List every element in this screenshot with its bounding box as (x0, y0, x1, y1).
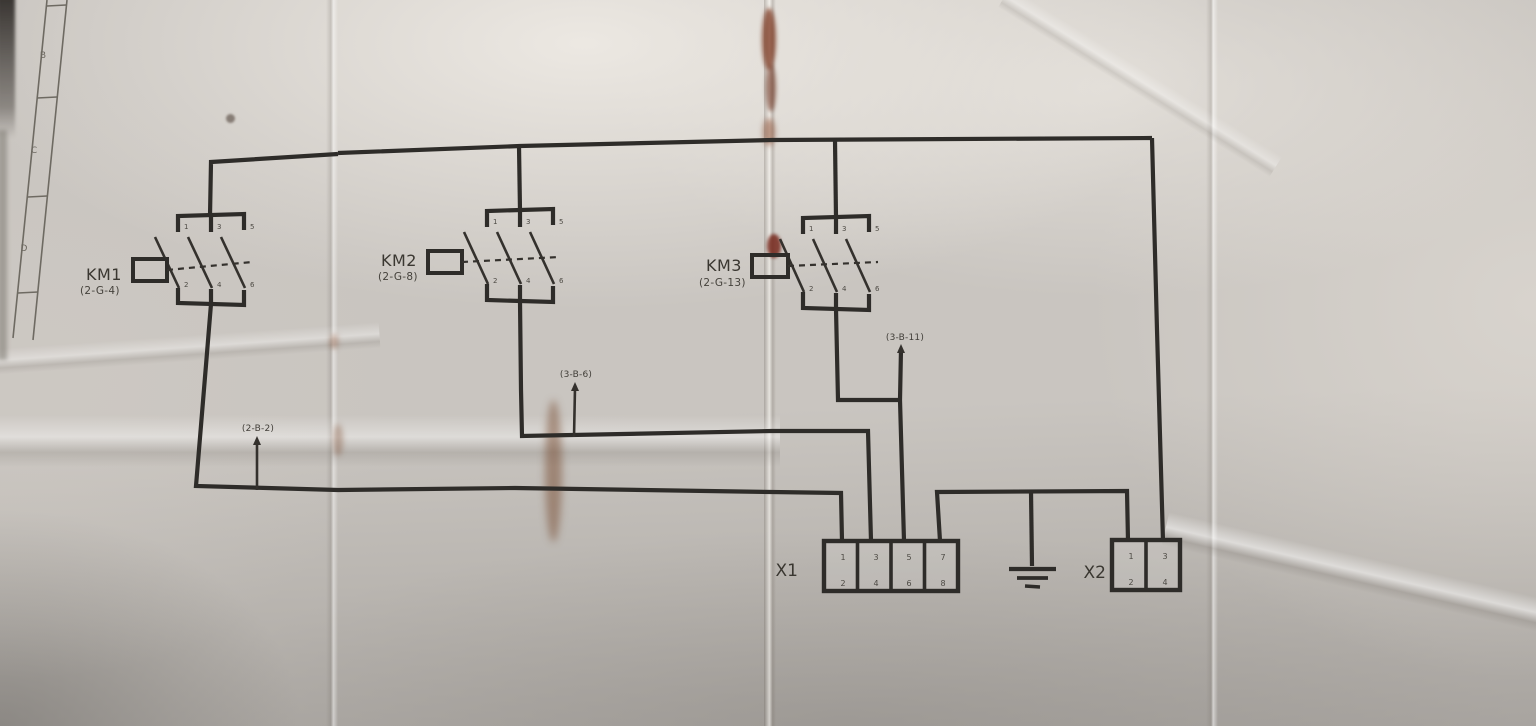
earth-ground-symbol (1009, 490, 1056, 589)
km3-linkage-dashed-line (787, 260, 879, 268)
km1-terminal-number: 3 (217, 223, 221, 231)
km3-terminal-number: 4 (842, 285, 847, 293)
km3-terminal-number: 1 (809, 225, 813, 233)
strip-divider (17, 291, 39, 294)
km1-top-riser-wire (207, 151, 339, 217)
km1-pole-contact (219, 236, 247, 289)
zone-letter: D (21, 244, 28, 254)
km1-terminal-number: 2 (184, 281, 188, 289)
terminal-block-x1: X1 1 3 5 7 2 4 6 8 (776, 538, 961, 594)
contactor-km2: KM2 (2-G-8) 1 3 5 2 4 6 (378, 145, 564, 305)
zone-letter: C (31, 146, 37, 156)
km3-top-riser-wire (832, 139, 839, 219)
km2-terminal-number: 3 (526, 218, 530, 226)
strip-divider (46, 4, 67, 7)
km1-pole-contact (186, 236, 214, 289)
km3-terminal-number: 2 (809, 285, 813, 293)
km2-ref-label: (2-G-8) (378, 271, 418, 283)
x1-terminal-number: 2 (840, 579, 845, 588)
km2-coil (426, 249, 464, 275)
top-bus-wire (337, 135, 1153, 156)
x2-label: X2 (1084, 563, 1106, 583)
x1-terminal-number: 6 (906, 579, 911, 588)
km1-terminal-number: 5 (250, 223, 254, 231)
km2-linkage-dashed-line (461, 255, 561, 264)
km2-label: KM2 (381, 251, 417, 270)
sheet-border-zone-strip: B C D (12, 0, 68, 341)
km2-top-riser-wire (516, 145, 523, 212)
terminal-block-x2: X2 1 3 2 4 (1084, 537, 1183, 593)
ground-bar (1024, 584, 1041, 589)
km1-terminal-number: 1 (184, 223, 188, 231)
strip-divider (27, 195, 48, 198)
x1-terminal-number: 1 (840, 553, 845, 562)
x2-terminal-number: 3 (1162, 552, 1167, 561)
km3-ref-label: (2-G-13) (699, 277, 746, 289)
x2-terminal-number: 2 (1128, 578, 1133, 587)
x2-terminal-number: 4 (1162, 578, 1167, 587)
ground-drop-wire (1028, 490, 1035, 567)
x1-terminal-number: 8 (940, 579, 945, 588)
km3-pole-contact (844, 238, 872, 293)
km2-terminal-number: 1 (493, 218, 497, 226)
km3-terminal-number: 5 (875, 225, 879, 233)
km1-linkage-dashed-line (166, 260, 253, 272)
km1-to-x1-wire (193, 303, 845, 542)
x1-label: X1 (776, 561, 798, 581)
km3-bottom-link-wire (833, 308, 900, 403)
strip-line (12, 0, 48, 339)
km3-label: KM3 (706, 256, 742, 275)
km1-ref-label: (2-G-4) (80, 285, 120, 297)
contactor-km3: KM3 (2-G-13) 1 3 5 2 4 6 (699, 139, 880, 313)
x1-terminal-number: 5 (906, 553, 911, 562)
strip-divider (36, 96, 58, 99)
arrow-up-icon (897, 344, 905, 353)
km1-label: KM1 (86, 265, 122, 284)
km3-terminal-number: 6 (875, 285, 880, 293)
km2-terminal-number: 4 (526, 277, 531, 285)
cross-ref-3-b-11: (3-B-11) (886, 333, 924, 353)
right-riser-wire (1149, 137, 1166, 542)
cross-ref-label: (3-B-11) (886, 333, 924, 343)
x1-terminal-number: 7 (940, 553, 945, 562)
km2-terminal-number: 5 (559, 218, 563, 226)
cross-ref-3-b-6: (3-B-6) (560, 370, 592, 438)
cross-ref-2-b-2: (2-B-2) (242, 424, 274, 490)
cross-ref-stub-line (572, 387, 577, 438)
ref-3-b-11-to-x1-wire (897, 348, 907, 542)
km3-terminal-number: 3 (842, 225, 846, 233)
contactor-km1: KM1 (2-G-4) 1 3 5 2 4 6 (80, 151, 339, 308)
km3-coil (750, 253, 790, 279)
x2-terminal-number: 1 (1128, 552, 1133, 561)
arrow-up-icon (253, 436, 261, 445)
x1-terminal-number: 3 (873, 553, 878, 562)
arrow-up-icon (571, 382, 579, 391)
zone-letter: B (40, 51, 46, 61)
km2-terminal-number: 2 (493, 277, 497, 285)
km2-pole-contact (462, 231, 490, 285)
km1-terminal-number: 4 (217, 281, 222, 289)
km2-to-x1-wire (517, 300, 874, 542)
cross-ref-label: (3-B-6) (560, 370, 592, 380)
km3-pole-contact (811, 238, 839, 293)
km1-terminal-number: 6 (250, 281, 255, 289)
x1-terminal-number: 4 (873, 579, 878, 588)
km2-terminal-number: 6 (559, 277, 564, 285)
km2-pole-contact (495, 231, 523, 285)
km1-coil (131, 257, 169, 283)
strip-line (32, 0, 68, 341)
cross-ref-label: (2-B-2) (242, 424, 274, 434)
